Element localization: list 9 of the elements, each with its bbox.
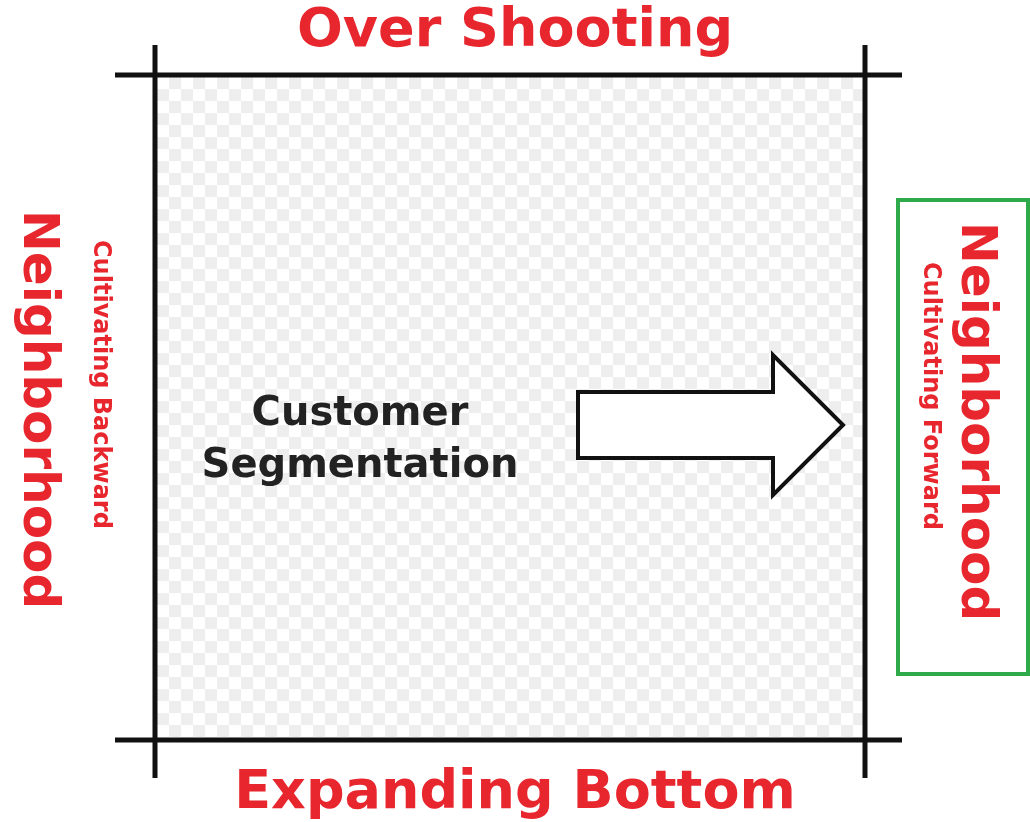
segment-label: Customer Segmentation: [195, 385, 525, 505]
box-label: Cultivating Forward: [918, 262, 946, 530]
side-label: Cultivating Backward: [88, 240, 116, 529]
heading-label: Over Shooting: [295, 0, 735, 59]
box-heading: Neighborhood: [950, 222, 1008, 622]
side-heading: Neighborhood: [12, 210, 70, 610]
block-arrow: [576, 350, 846, 500]
heading-label: Expanding Bottom: [233, 758, 797, 821]
neighborhood-box: [896, 198, 1030, 676]
